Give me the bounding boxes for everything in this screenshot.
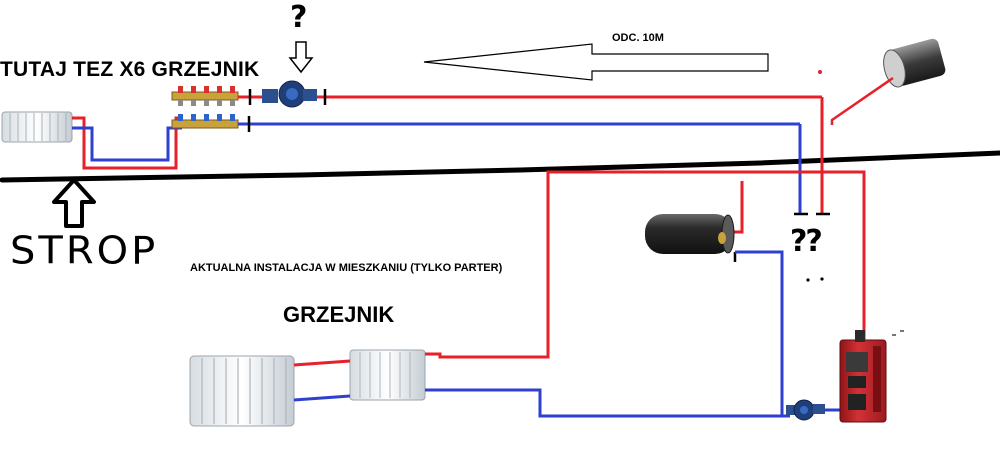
arrow-left-icon [423, 43, 769, 81]
hot-water-cylinder-icon [883, 38, 946, 88]
cylinder-connection [830, 76, 894, 125]
upper-radiator [1, 111, 73, 143]
radiator-label: GRZEJNIK [283, 302, 395, 327]
upper-floor-note: TUTAJ TEZ X6 GRZEJNIK [0, 58, 260, 81]
installation-caption: AKTUALNA INSTALACJA W MIESZKANIU (TYLKO … [190, 262, 503, 274]
arrow-up-icon [52, 178, 96, 228]
tank-return-line [735, 250, 784, 416]
upper-return-loop [72, 126, 182, 162]
hot-water-tank-icon [645, 214, 735, 254]
boiler-pump-icon [786, 399, 825, 421]
pump-question-mark: ? [290, 0, 308, 35]
ceiling-label: STROP [10, 229, 159, 273]
ground-return-main [425, 388, 790, 418]
circulation-pump-icon [262, 80, 317, 108]
radiator-small [349, 349, 426, 401]
arrow-down-icon [288, 41, 314, 74]
upper-supply-loop [72, 116, 182, 170]
ground-supply-pipe [293, 359, 351, 367]
boiler-icon [839, 330, 887, 423]
ground-return-pipe [293, 394, 351, 402]
manifold-icon [171, 86, 239, 129]
tick-marks [892, 330, 904, 336]
pipes-question-marks: ?? [790, 224, 823, 259]
radiator-large [189, 355, 295, 427]
distance-label: ODC. 10M [612, 32, 664, 44]
ceiling-line [0, 150, 1000, 183]
ground-supply-main [425, 170, 866, 359]
red-dot [818, 70, 822, 74]
marker-dots [806, 277, 824, 282]
